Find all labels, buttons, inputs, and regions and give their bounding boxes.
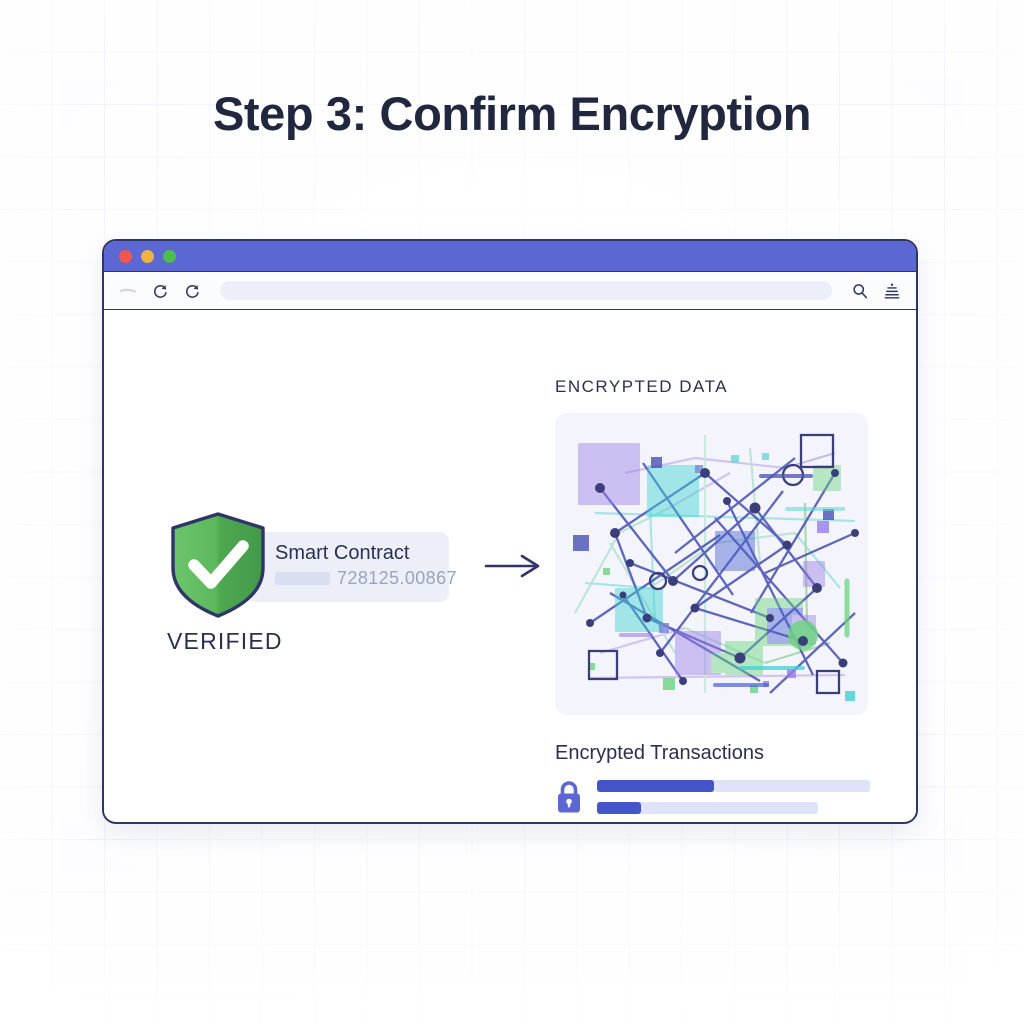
- browser-titlebar: [104, 241, 916, 272]
- secondary-progress-fill: [597, 802, 642, 814]
- page-title: Step 3: Confirm Encryption: [212, 87, 812, 140]
- traffic-light-close[interactable]: [119, 249, 132, 263]
- verified-contract-block: Smart Contract 728125.00867: [167, 510, 467, 655]
- traffic-light-maximize[interactable]: [163, 249, 176, 263]
- progress-bar-group: [597, 780, 870, 814]
- network-graph-visualization: [555, 413, 868, 715]
- browser-toolbar: [104, 272, 916, 310]
- encrypted-data-heading: ENCRYPTED DATA: [555, 377, 729, 396]
- secondary-progress-track[interactable]: [597, 802, 819, 814]
- arrow-right-icon: [484, 553, 542, 579]
- menu-icon[interactable]: [882, 281, 902, 301]
- smart-contract-value: 728125.00867: [337, 568, 457, 588]
- smart-contract-card[interactable]: Smart Contract 728125.00867: [247, 532, 457, 602]
- back-arrow-icon[interactable]: [118, 281, 138, 301]
- encrypted-transactions-heading: Encrypted Transactions: [555, 742, 764, 764]
- smart-contract-value-row: 728125.00867: [275, 568, 457, 589]
- primary-progress-fill: [597, 780, 715, 792]
- reload-alt-icon[interactable]: [182, 281, 202, 301]
- address-bar[interactable]: [220, 281, 832, 300]
- lock-icon: [555, 779, 583, 815]
- reload-icon[interactable]: [150, 281, 170, 301]
- shield-check-icon: [167, 510, 269, 620]
- browser-window: Smart Contract 728125.00867: [102, 239, 918, 824]
- encrypted-data-section: ENCRYPTED DATA: [555, 377, 870, 815]
- smart-contract-title: Smart Contract: [275, 542, 410, 564]
- verified-status-label: VERIFIED: [167, 628, 283, 654]
- primary-progress-track[interactable]: [597, 780, 870, 792]
- traffic-light-minimize[interactable]: [141, 249, 154, 263]
- search-icon[interactable]: [850, 281, 870, 301]
- shield-and-card-row: Smart Contract 728125.00867: [167, 510, 467, 620]
- page-viewport: Smart Contract 728125.00867: [104, 310, 916, 820]
- redacted-placeholder-block: [275, 572, 330, 585]
- encrypted-transactions-progress: [555, 779, 870, 815]
